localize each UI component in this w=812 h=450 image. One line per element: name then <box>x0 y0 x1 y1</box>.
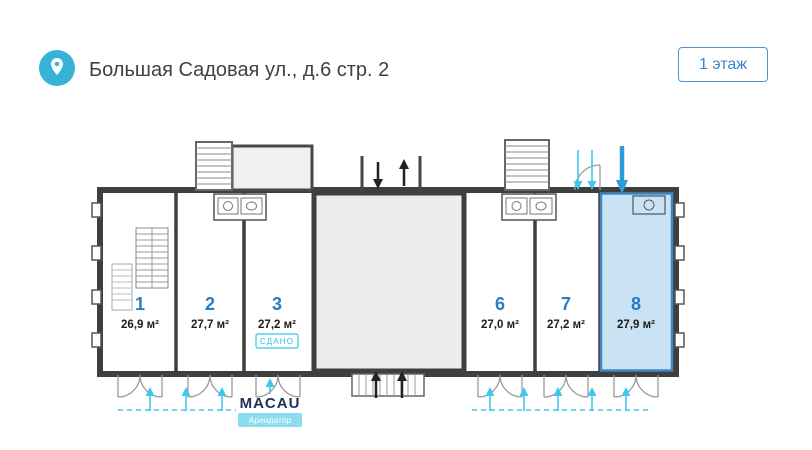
top-entrance-vestibule <box>360 156 422 192</box>
unit-7[interactable]: 7 27,2 м² <box>535 193 600 371</box>
unit-2[interactable]: 2 27,7 м² <box>176 193 244 371</box>
unit-8-number: 8 <box>631 294 641 314</box>
unit-1[interactable]: 1 26,9 м² <box>103 193 176 371</box>
top-annex-room <box>230 144 314 192</box>
tenant-name: MACAU <box>240 395 301 412</box>
unit-6[interactable]: 6 27,0 м² <box>466 193 535 371</box>
unit-6-number: 6 <box>495 294 505 314</box>
sanitary-fixture-unit8 <box>632 195 666 215</box>
rented-status-text: СДАНО <box>260 337 294 346</box>
unit-2-number: 2 <box>205 294 215 314</box>
unit-3[interactable]: 3 27,2 м² СДАНО <box>244 193 311 371</box>
address-title: Большая Садовая ул., д.6 стр. 2 <box>89 59 390 81</box>
sanitary-fixtures-left <box>213 193 267 221</box>
interior-staircase <box>111 227 169 311</box>
tenant-badge <box>238 413 302 427</box>
unit-8-area: 27,9 м² <box>617 319 655 331</box>
rented-status-badge <box>255 333 299 349</box>
unit-6-area: 27,0 м² <box>481 319 519 331</box>
sanitary-fixtures-right <box>501 193 557 221</box>
page-header: Большая Садовая ул., д.6 стр. 2 <box>38 49 389 92</box>
unit-1-area: 26,9 м² <box>121 319 159 331</box>
bottom-entrance-stair <box>351 371 425 398</box>
unit-3-number: 3 <box>272 294 282 314</box>
location-pin-icon <box>38 49 76 92</box>
tenant-logo: MACAU Арендатор <box>238 395 302 427</box>
unit-7-area: 27,2 м² <box>547 319 585 331</box>
unit-8[interactable]: 8 27,9 м² <box>601 193 672 371</box>
unit-7-number: 7 <box>561 294 571 314</box>
entry-flow-arrows <box>118 146 652 411</box>
tenant-badge-label: Арендатор <box>249 415 292 425</box>
unit-3-area: 27,2 м² <box>258 319 296 331</box>
unit-2-area: 27,7 м² <box>191 319 229 331</box>
floor-selector-button[interactable]: 1 этаж <box>678 47 768 82</box>
partition-walls <box>174 193 602 371</box>
exterior-stair-left <box>195 141 233 191</box>
building-shell <box>97 144 679 377</box>
central-hall <box>311 190 467 374</box>
unit-1-number: 1 <box>135 294 145 314</box>
exterior-stair-right <box>504 139 550 191</box>
unit-8-highlight[interactable] <box>599 192 674 372</box>
wall-pilasters <box>91 202 685 348</box>
